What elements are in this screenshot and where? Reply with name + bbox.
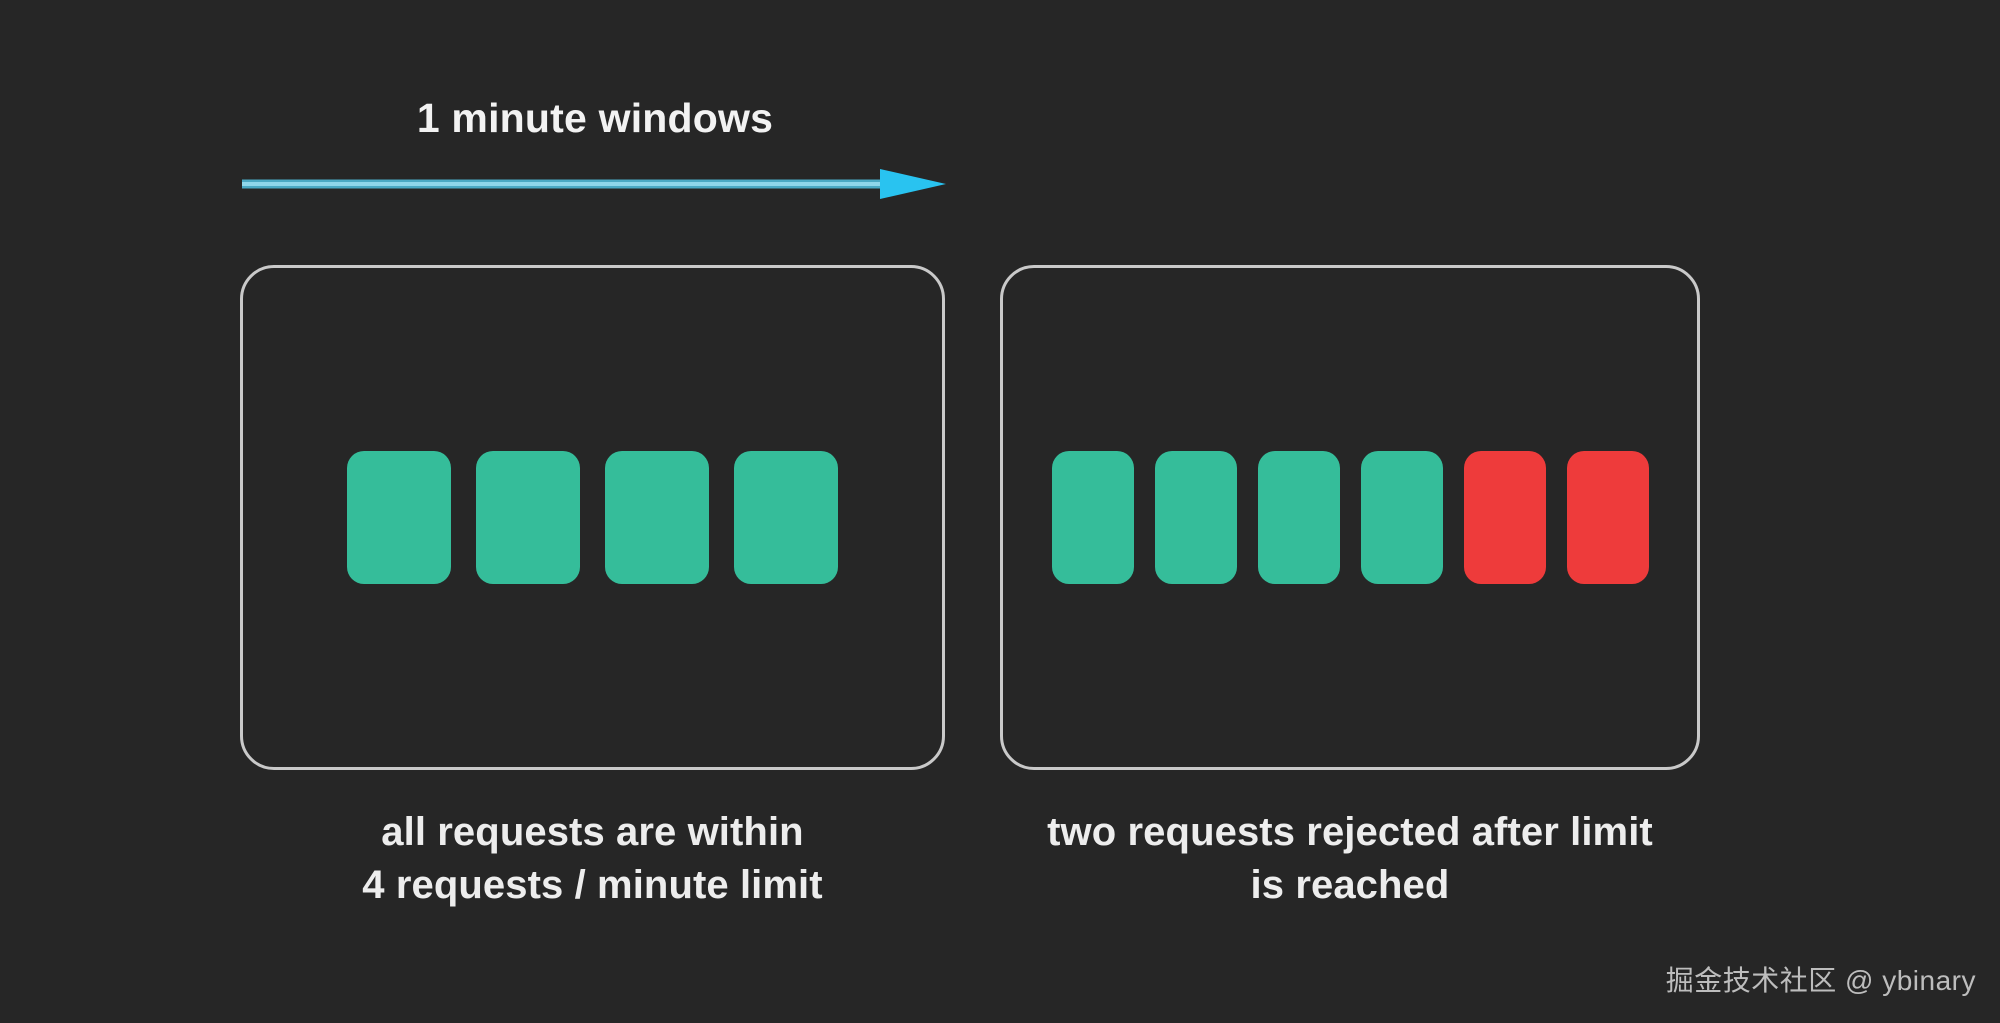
- window-caption-2: two requests rejected after limit is rea…: [975, 806, 1725, 912]
- caption-line: is reached: [1250, 863, 1450, 908]
- window-panel-1: [240, 265, 945, 770]
- caption-line: all requests are within: [381, 810, 804, 854]
- caption-line: two requests rejected after limit: [1047, 810, 1653, 854]
- request-blocks-2: [1051, 451, 1649, 584]
- request-block-allowed: [734, 451, 838, 584]
- request-block-allowed: [347, 451, 451, 584]
- request-block-allowed: [1257, 451, 1340, 584]
- timeline-label: 1 minute windows: [416, 95, 774, 141]
- window-caption-1: all requests are within 4 requests / min…: [210, 806, 975, 912]
- watermark: 掘金技术社区 @ ybinary: [1665, 965, 1976, 996]
- request-blocks-1: [347, 451, 838, 584]
- timeline-header: 1 minute windows: [240, 95, 950, 200]
- request-block-allowed: [1051, 451, 1134, 584]
- request-block-allowed: [476, 451, 580, 584]
- request-block-allowed: [1154, 451, 1237, 584]
- request-block-rejected: [1566, 451, 1649, 584]
- request-block-allowed: [1360, 451, 1443, 584]
- request-block-rejected: [1463, 451, 1546, 584]
- right-arrow-icon: [242, 169, 946, 199]
- request-block-allowed: [605, 451, 709, 584]
- caption-line: 4 requests / minute limit: [362, 863, 823, 908]
- window-panel-2: [1000, 265, 1700, 770]
